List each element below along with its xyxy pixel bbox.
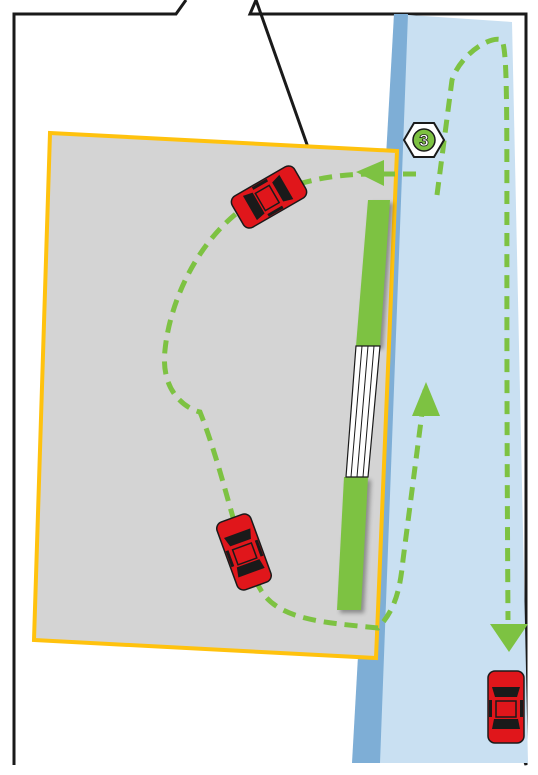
red-car-icon: [487, 670, 525, 744]
road: [368, 14, 528, 763]
step-marker: 3: [402, 122, 446, 158]
arrow-road-up: [412, 382, 440, 416]
path-lot-loop: [253, 389, 428, 631]
step-marker-label: 3: [419, 131, 428, 150]
barrier-lower: [337, 477, 368, 610]
parking-lot: [31, 130, 400, 661]
crosswalk: [345, 345, 381, 478]
arrow-into-lot: [356, 160, 384, 186]
arrow-road-down: [490, 624, 528, 652]
barrier-upper: [356, 200, 390, 346]
path-road-loop: [434, 36, 511, 621]
